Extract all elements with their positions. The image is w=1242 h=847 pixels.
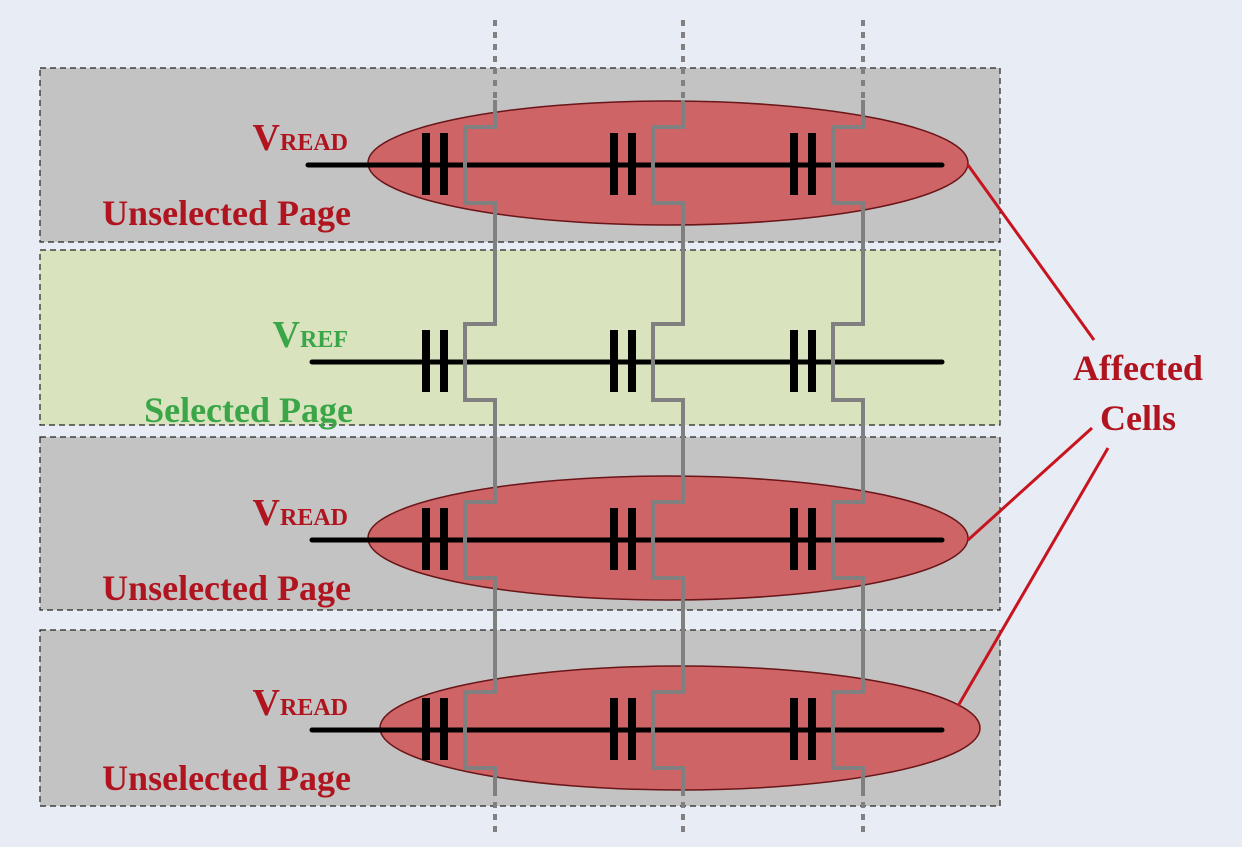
capacitor-plate <box>440 133 448 195</box>
capacitor-plate <box>808 698 816 760</box>
page-box-selected <box>39 249 1001 426</box>
voltage-label: VREAD <box>253 682 348 724</box>
capacitor-plate <box>610 133 618 195</box>
page-label: Unselected Page <box>102 758 351 798</box>
voltage-main: V <box>253 492 281 534</box>
capacitor-plate <box>790 133 798 195</box>
capacitor-plate <box>422 133 430 195</box>
capacitor-plate <box>790 698 798 760</box>
bitline <box>651 100 685 790</box>
voltage-main: V <box>253 117 281 159</box>
voltage-main: V <box>273 314 301 356</box>
callout-pointer <box>956 447 1110 707</box>
voltage-subscript: READ <box>280 505 348 531</box>
voltage-subscript: READ <box>280 695 348 721</box>
capacitor-plate <box>440 330 448 392</box>
page-label: Unselected Page <box>102 568 351 608</box>
callout-label: Cells <box>1100 398 1176 438</box>
voltage-label: VREF <box>273 314 348 356</box>
callout-pointer <box>966 426 1094 542</box>
capacitor-plate <box>440 508 448 570</box>
capacitor-plate <box>628 133 636 195</box>
callout-pointer <box>966 164 1096 341</box>
voltage-subscript: READ <box>280 130 348 156</box>
voltage-subscript: REF <box>300 327 348 353</box>
capacitor-plate <box>808 133 816 195</box>
voltage-label: VREAD <box>253 492 348 534</box>
capacitor-plate <box>808 508 816 570</box>
voltage-main: V <box>253 682 281 724</box>
voltage-label: VREAD <box>253 117 348 159</box>
capacitor-plate <box>440 698 448 760</box>
capacitor-plate <box>628 330 636 392</box>
capacitor-plate <box>610 698 618 760</box>
page-label: Unselected Page <box>102 193 351 233</box>
capacitor-plate <box>790 508 798 570</box>
capacitor-plate <box>628 698 636 760</box>
bitline <box>831 100 865 790</box>
capacitor-plate <box>610 508 618 570</box>
capacitor-plate <box>790 330 798 392</box>
capacitor-plate <box>422 508 430 570</box>
capacitor-plate <box>628 508 636 570</box>
capacitor-plate <box>808 330 816 392</box>
bitline <box>463 100 497 790</box>
page-label: Selected Page <box>144 390 353 430</box>
callout-label: Affected <box>1073 348 1203 388</box>
capacitor-plate <box>422 330 430 392</box>
capacitor-plate <box>610 330 618 392</box>
capacitor-plate <box>422 698 430 760</box>
